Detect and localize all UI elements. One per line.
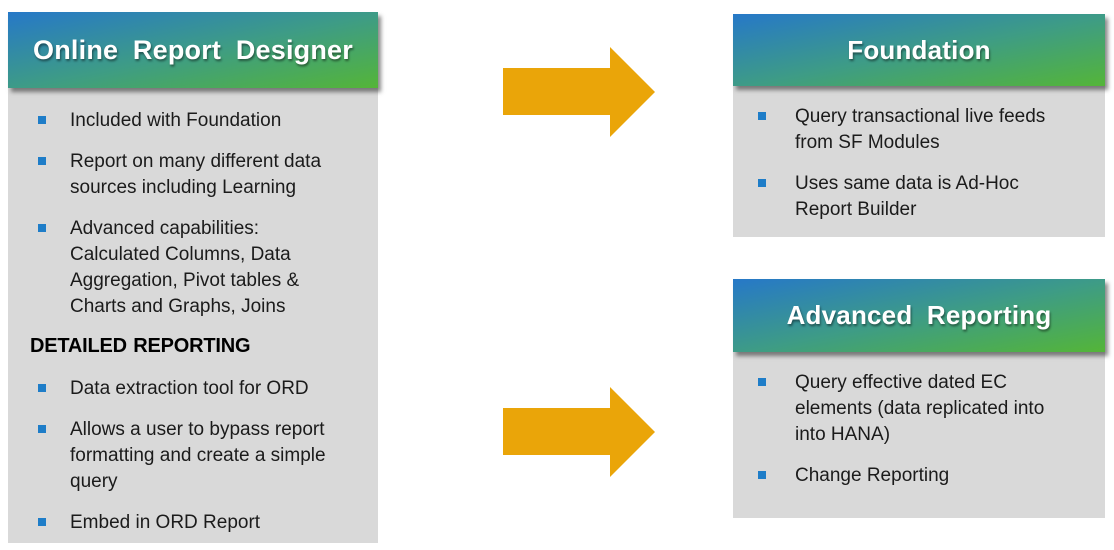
bullet-list: Data extraction tool for ORD Allows a us… [30,376,368,536]
list-item: Uses same data is Ad-Hoc Report Builder [750,171,1095,223]
panel-title: Online Report Designer [33,34,353,65]
bullet-list: Query effective dated EC elements (data … [750,370,1095,489]
advanced-reporting-body: Query effective dated EC elements (data … [733,352,1105,518]
list-item: Included with Foundation [30,108,368,134]
online-report-designer-header: Online Report Designer [8,12,378,88]
bullet-text: Embed in ORD Report [70,512,261,533]
list-item: Advanced capabilities: Calculated Column… [30,216,368,320]
foundation-header: Foundation [733,14,1105,86]
detailed-reporting-heading: DETAILED REPORTING [30,335,251,357]
bullet-text: Report on many different data sources in… [70,151,322,198]
list-item: Report on many different data sources in… [30,149,368,201]
advanced-reporting-header: Advanced Reporting [733,279,1105,352]
bullet-square-icon [38,224,46,232]
foundation-panel: Foundation Query transactional live feed… [733,14,1105,237]
list-item: Data extraction tool for ORD [30,376,368,402]
bullet-square-icon [758,179,766,187]
bullet-list: Query transactional live feeds from SF M… [750,104,1095,223]
online-report-designer-panel: Online Report Designer Included with Fou… [8,12,378,543]
bullet-square-icon [758,112,766,120]
bullet-text: Advanced capabilities: Calculated Column… [70,218,300,317]
bullet-text: Data extraction tool for ORD [70,378,309,399]
bullet-text: Included with Foundation [70,110,282,131]
arrow-right-icon [503,387,655,477]
bullet-square-icon [38,384,46,392]
online-report-designer-body: Included with Foundation Report on many … [8,88,378,543]
bullet-square-icon [38,425,46,433]
advanced-reporting-panel: Advanced Reporting Query effective dated… [733,279,1105,518]
bullet-list: Included with Foundation Report on many … [30,108,368,320]
list-item: Change Reporting [750,463,1095,489]
bullet-square-icon [758,378,766,386]
bullet-square-icon [38,157,46,165]
panel-title: Advanced Reporting [786,300,1052,330]
foundation-body: Query transactional live feeds from SF M… [733,86,1105,237]
list-item: Embed in ORD Report [30,510,368,536]
bullet-text: Change Reporting [795,465,950,486]
panel-title: Foundation [847,34,991,65]
bullet-text: Query transactional live feeds from SF M… [795,106,1046,153]
list-item: Allows a user to bypass report formattin… [30,417,368,495]
list-item: Query transactional live feeds from SF M… [750,104,1095,156]
bullet-square-icon [38,116,46,124]
bullet-text: Allows a user to bypass report formattin… [70,419,326,492]
bullet-text: Query effective dated EC elements (data … [795,372,1045,445]
list-item: Query effective dated EC elements (data … [750,370,1095,448]
bullet-square-icon [758,471,766,479]
bullet-square-icon [38,518,46,526]
arrow-right-icon [503,47,655,137]
bullet-text: Uses same data is Ad-Hoc Report Builder [795,173,1019,220]
